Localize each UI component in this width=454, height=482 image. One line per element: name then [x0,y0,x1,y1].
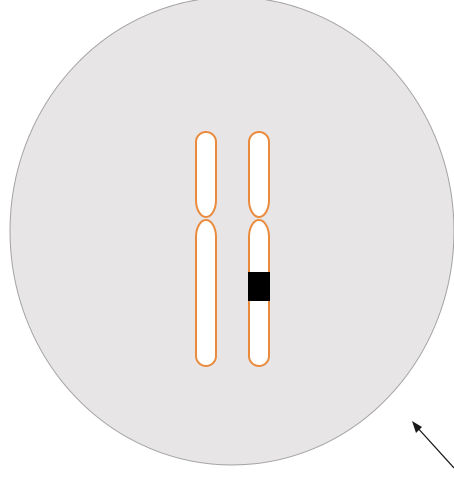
cell-body [9,0,454,466]
chromosome-left-long-arm [195,219,217,367]
chromosome-left-short-arm [195,131,217,218]
arrow-shaft [415,425,454,469]
chromosome-right [248,131,270,367]
chromosome-right-short-arm [248,131,270,218]
chromosome-band-marker [248,272,270,301]
arrow-head [412,421,422,433]
chromosome-left [195,131,217,367]
pointer-arrow [412,421,454,469]
